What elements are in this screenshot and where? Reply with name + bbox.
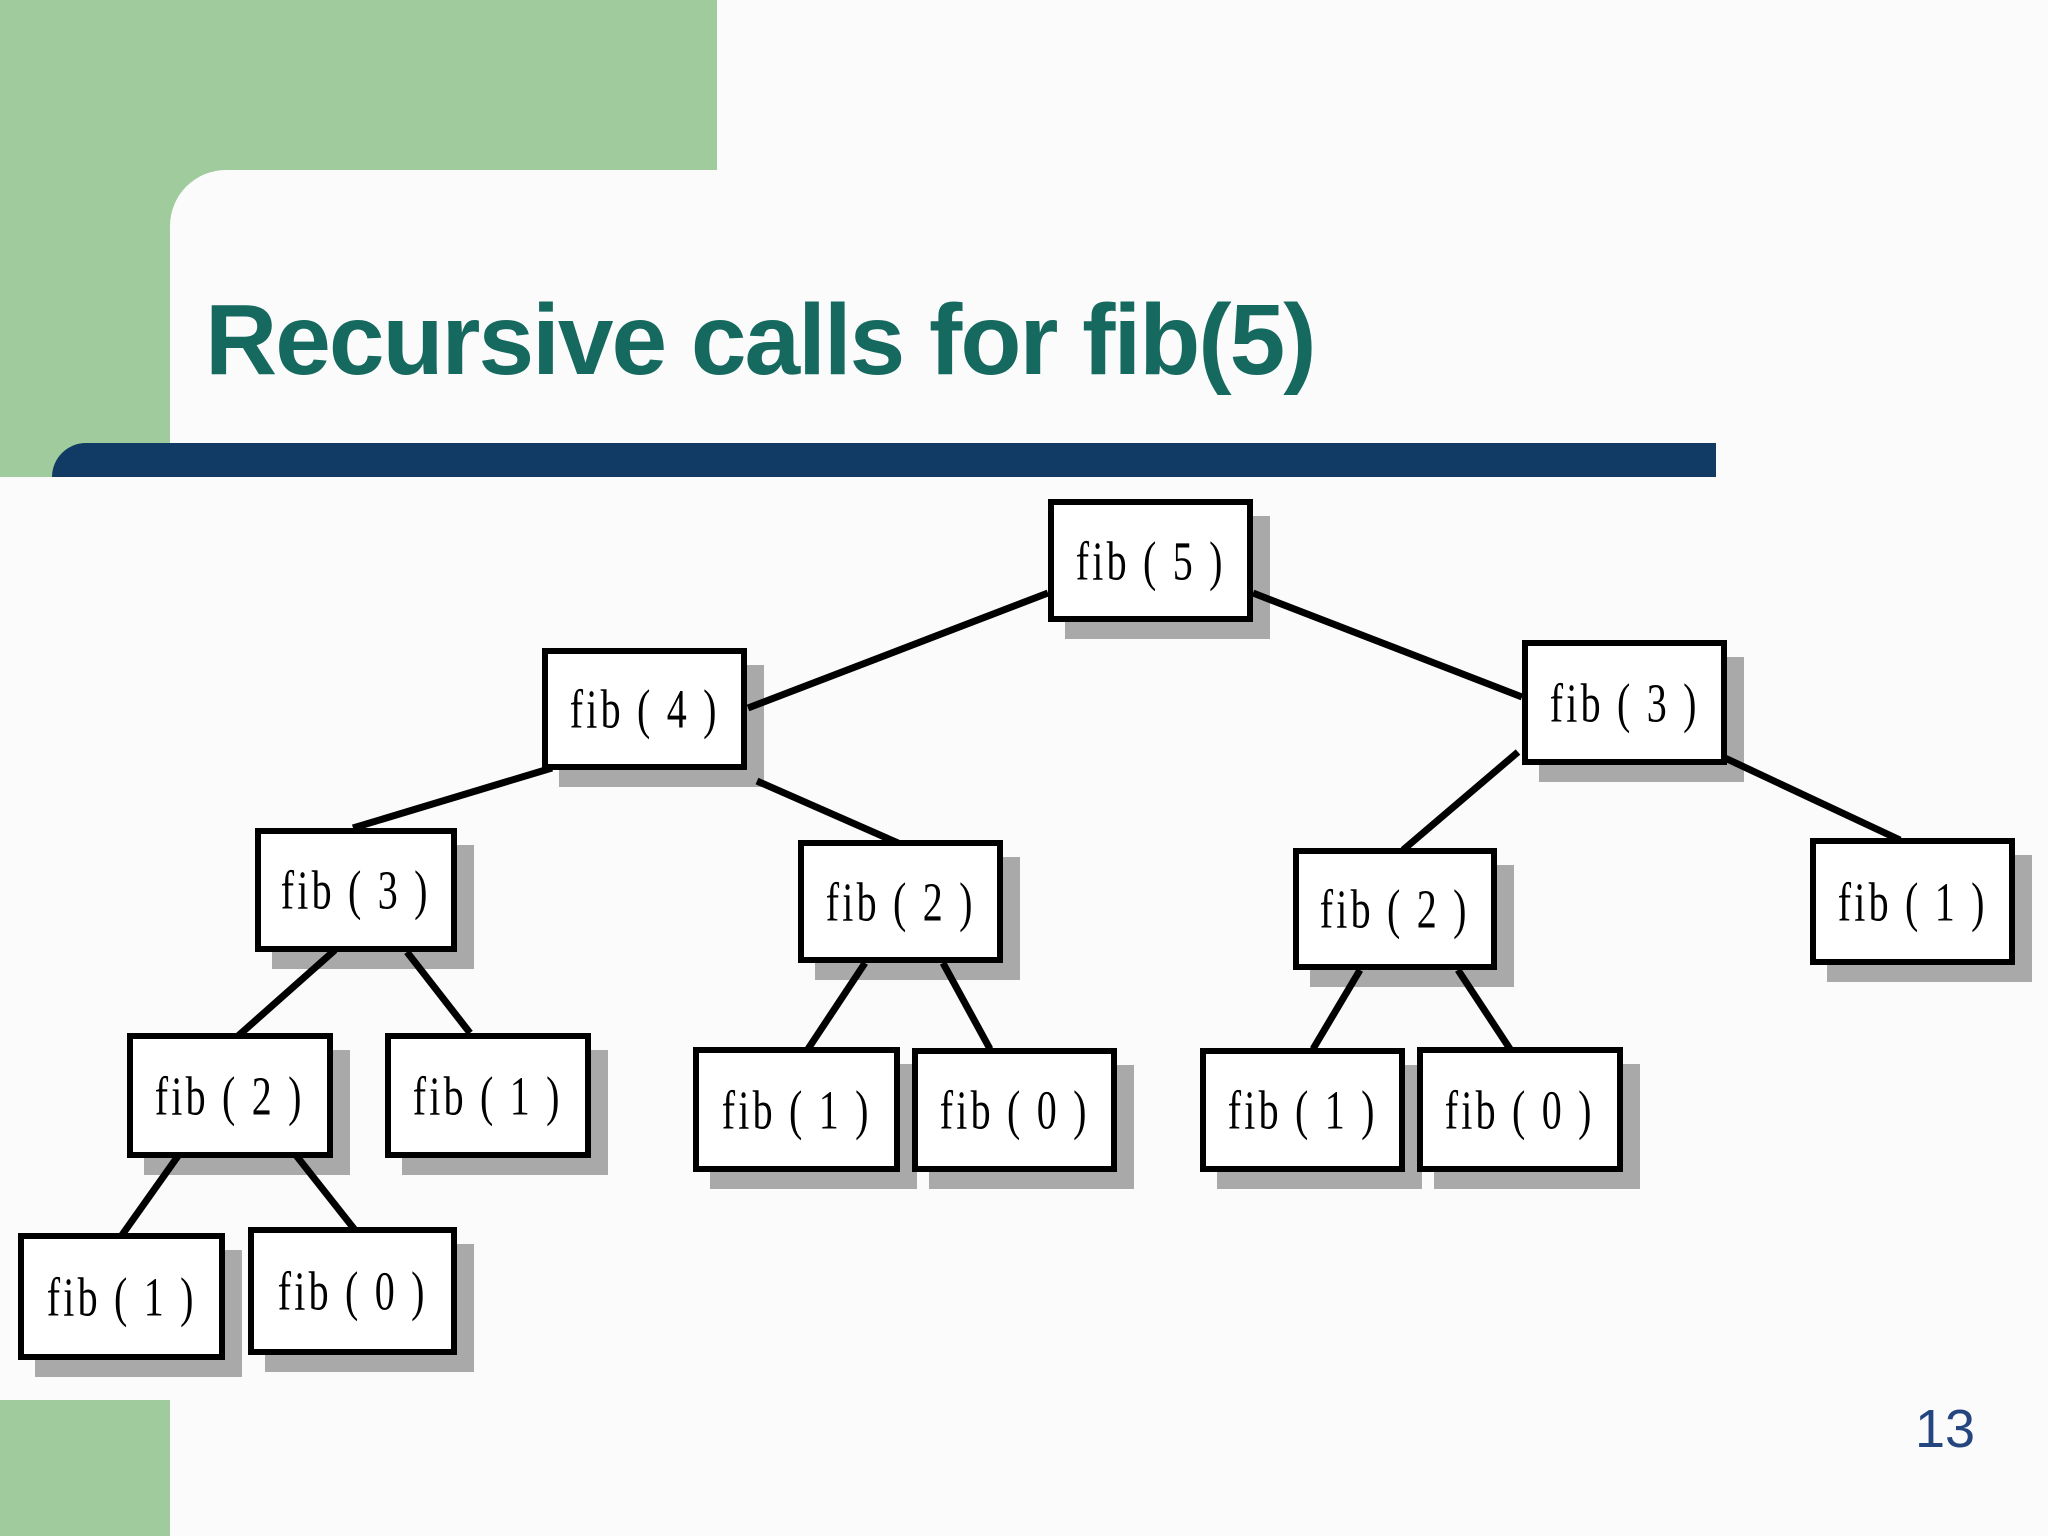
tree-node-fib5-root: fib ( 5 ) xyxy=(1048,499,1253,622)
title-underline-bar xyxy=(52,443,1716,477)
tree-node-label: fib ( 3 ) xyxy=(1549,671,1700,734)
tree-edge-fib4-fib3-left xyxy=(351,764,554,832)
tree-node-fib2-right-mid: fib ( 2 ) xyxy=(1293,848,1497,970)
tree-node-fib1-mid: fib ( 1 ) xyxy=(693,1047,900,1172)
tree-node-fib1-left2: fib ( 1 ) xyxy=(385,1033,591,1158)
tree-edge-fib2-mid-fib1-mid xyxy=(805,961,868,1051)
tree-node-label: fib ( 3 ) xyxy=(281,859,431,921)
tree-node-label: fib ( 2 ) xyxy=(825,870,976,933)
tree-node-label: fib ( 1 ) xyxy=(46,1265,197,1328)
tree-edge-fib2-left-fib0-left-bottom xyxy=(292,1151,358,1233)
tree-node-label: fib ( 1 ) xyxy=(1837,870,1988,933)
tree-node-label: fib ( 1 ) xyxy=(721,1078,872,1141)
page-number: 13 xyxy=(1915,1399,1976,1459)
tree-node-label: fib ( 1 ) xyxy=(1227,1079,1378,1141)
tree-edge-fib5-root-fib4 xyxy=(746,589,1050,712)
tree-node-fib3-right: fib ( 3 ) xyxy=(1522,640,1727,765)
tree-node-fib2-mid: fib ( 2 ) xyxy=(798,840,1003,963)
slide-title: Recursive calls for fib(5) xyxy=(205,284,1317,396)
tree-edge-fib2-left-fib1-left-bottom xyxy=(119,1153,181,1238)
tree-node-label: fib ( 2 ) xyxy=(1320,878,1470,940)
tree-node-label: fib ( 5 ) xyxy=(1075,529,1226,592)
tree-node-fib0-left-bottom: fib ( 0 ) xyxy=(248,1227,457,1355)
tree-node-fib4: fib ( 4 ) xyxy=(542,648,747,770)
tree-edge-fib5-root-fib3-right xyxy=(1251,589,1524,701)
decor-green-bottom-rect xyxy=(0,1400,170,1536)
tree-edge-fib2-mid-fib0-mid xyxy=(939,961,994,1051)
tree-edge-fib4-fib2-mid xyxy=(755,777,900,847)
tree-edge-fib3-right-fib2-right-mid xyxy=(1400,749,1521,853)
tree-node-fib1-left-bottom: fib ( 1 ) xyxy=(18,1233,225,1360)
tree-node-fib0-mid: fib ( 0 ) xyxy=(912,1048,1117,1172)
tree-node-label: fib ( 0 ) xyxy=(1445,1078,1595,1141)
tree-edge-fib2-right-mid-fib0-right-mid xyxy=(1455,968,1515,1054)
tree-node-fib0-right-mid: fib ( 0 ) xyxy=(1417,1047,1623,1172)
tree-node-label: fib ( 0 ) xyxy=(939,1079,1090,1141)
tree-edge-fib3-left-fib1-left2 xyxy=(404,949,473,1036)
title-card xyxy=(170,170,1350,480)
tree-node-fib2-left: fib ( 2 ) xyxy=(127,1033,333,1158)
tree-node-label: fib ( 0 ) xyxy=(277,1260,428,1322)
tree-node-label: fib ( 1 ) xyxy=(413,1064,563,1127)
tree-edge-fib2-right-mid-fib1-right-mid xyxy=(1309,968,1364,1051)
tree-edge-fib3-left-fib2-left xyxy=(235,947,338,1039)
tree-node-fib1-right-mid: fib ( 1 ) xyxy=(1200,1048,1405,1172)
tree-edge-fib3-right-fib1-right xyxy=(1723,754,1902,844)
tree-node-label: fib ( 2 ) xyxy=(155,1064,305,1127)
tree-node-label: fib ( 4 ) xyxy=(569,678,720,740)
tree-node-fib1-right: fib ( 1 ) xyxy=(1810,838,2015,965)
tree-node-fib3-left: fib ( 3 ) xyxy=(255,828,457,952)
